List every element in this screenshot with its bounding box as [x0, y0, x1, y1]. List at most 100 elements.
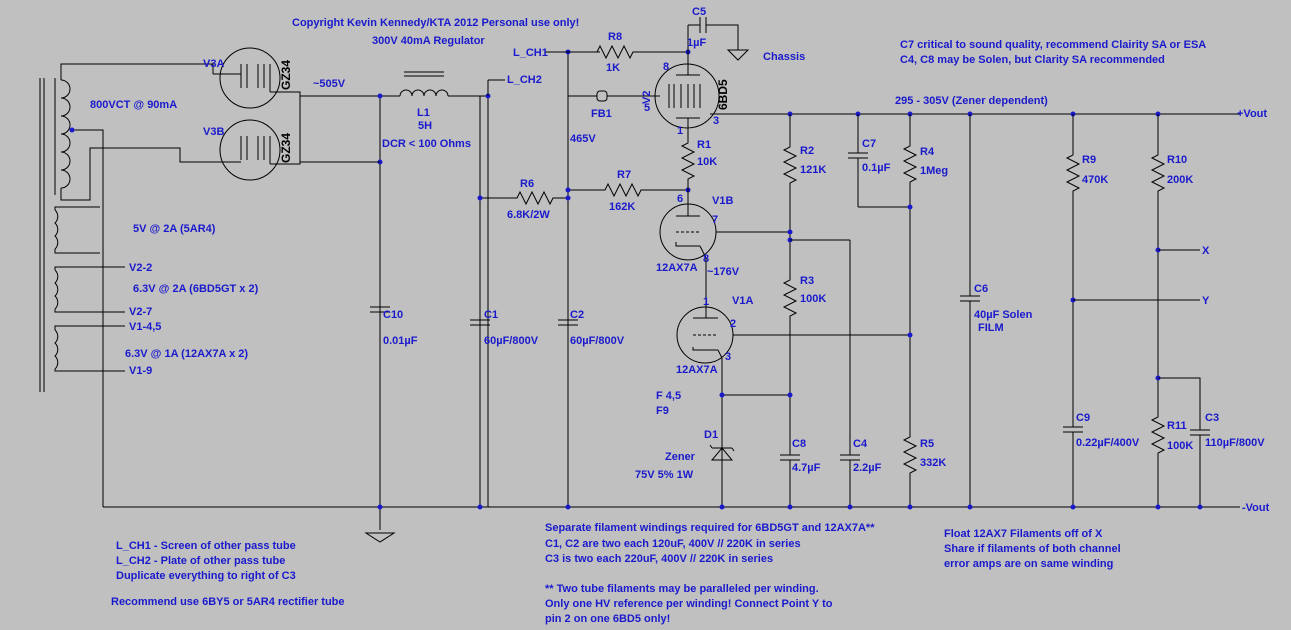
c5-value: 110µF/800V [1205, 437, 1265, 449]
r6-value: 6.8K/2W [507, 209, 550, 221]
c4-value: 2.2µF [853, 462, 882, 474]
c3-name: C2 [570, 309, 584, 321]
r4-name: R4 [920, 146, 935, 158]
note-filament: Separate filament windings required for … [545, 522, 875, 534]
v1a-type: 12AX7A [676, 364, 718, 376]
c1-value: 0.01µF [383, 335, 418, 347]
net-vout-minus: -Vout [1242, 502, 1270, 514]
r7-name: R7 [617, 169, 631, 181]
note-c4c8: C4, C8 may be Solen, but Clarity SA reco… [900, 54, 1165, 66]
note-duplicate: Duplicate everything to right of C3 [116, 570, 296, 582]
tap-label: V2-7 [129, 306, 152, 318]
r11-name: R11 [1167, 420, 1187, 432]
v1a-label: V1A [732, 295, 753, 307]
pin-label: 1 [677, 125, 683, 137]
note-share: Share if filaments of both channel [944, 543, 1121, 555]
note-winding: error amps are on same winding [944, 558, 1113, 570]
r2-name: R2 [800, 145, 814, 157]
note-c7: C7 critical to sound quality, recommend … [900, 39, 1206, 51]
pass-tube-v2 [654, 62, 720, 129]
pin-label: 3 [713, 115, 719, 127]
c6-film: FILM [978, 322, 1004, 334]
c10-name: C5 [692, 6, 706, 18]
r6-name: R6 [520, 178, 534, 190]
v3a-type: GZ34 [279, 60, 293, 90]
rail-note: 295 - 305V (Zener dependent) [895, 95, 1048, 107]
transformer-hv-label: 800VCT @ 90mA [90, 99, 177, 111]
pin-label: 6 [677, 193, 683, 205]
r11-value: 100K [1167, 440, 1193, 452]
error-amp-v1a [676, 300, 910, 364]
r10-value: 200K [1167, 174, 1193, 186]
pin-label: 7 [712, 214, 718, 226]
v3a-label: V3A [203, 58, 224, 70]
zener-label: Zener [665, 451, 696, 463]
v1b-label: V1B [712, 195, 733, 207]
note-footnote: pin 2 on one 6BD5 only! [545, 613, 670, 625]
pin-label: 1 [703, 296, 709, 308]
c10-value: 1µF [687, 37, 706, 49]
r3-name: R3 [800, 275, 814, 287]
voltage-465: 465V [570, 133, 596, 145]
filament-f45: F 4,5 [656, 390, 681, 402]
r1-name: R1 [697, 139, 711, 151]
rectifier-v3b [213, 119, 281, 181]
note-float: Float 12AX7 Filaments off of X [944, 528, 1103, 540]
note-rectifier: Recommend use 6BY5 or 5AR4 rectifier tub… [111, 596, 345, 608]
v3b-label: V3B [203, 126, 224, 138]
c8-name: C8 [792, 438, 806, 450]
c2-name: C1 [484, 309, 498, 321]
note-lch2: L_CH2 - Plate of other pass tube [116, 555, 285, 567]
zener-value: 75V 5% 1W [635, 469, 694, 481]
net-vout-plus: +Vout [1237, 108, 1267, 120]
v3b-type: GZ34 [279, 133, 293, 163]
r8-name: R8 [608, 31, 622, 43]
c9-name: C9 [1076, 412, 1090, 424]
pin-label: 3 [725, 351, 731, 363]
l1-name: L1 [417, 107, 430, 119]
l1-value: 5H [418, 120, 432, 132]
transformer-63b-label: 6.3V @ 1A (12AX7A x 2) [125, 348, 248, 360]
c3-value: 60µF/800V [570, 335, 625, 347]
c4-name: C4 [853, 438, 868, 450]
v2-label: V2 [641, 91, 653, 104]
note-footnote: ** Two tube filaments may be paralleled … [545, 583, 819, 595]
rectifier-v3a [213, 47, 281, 109]
note-footnote: Only one HV reference per winding! Conne… [545, 598, 833, 610]
inductor-l1 [399, 71, 449, 97]
note-lch1: L_CH1 - Screen of other pass tube [116, 540, 296, 552]
pin-label: 5 [644, 102, 650, 114]
fb1-name: FB1 [591, 108, 612, 120]
transformer-5v-label: 5V @ 2A (5AR4) [133, 223, 216, 235]
c6-value: 40µF Solen [974, 309, 1033, 321]
error-amp-v1b [659, 203, 790, 261]
c9-value: 0.22µF/400V [1076, 437, 1140, 449]
tap-label: V1-4,5 [129, 321, 161, 333]
c7-value: 0.1µF [862, 162, 891, 174]
d1-name: D1 [704, 429, 718, 441]
regulator-title: 300V 40mA Regulator [372, 35, 485, 47]
transformer-63a-label: 6.3V @ 2A (6BD5GT x 2) [133, 283, 259, 295]
chassis-label: Chassis [763, 51, 805, 63]
r8-value: 1K [606, 62, 620, 74]
net-x: X [1202, 245, 1210, 257]
r4-value: 1Meg [920, 165, 948, 177]
copyright: Copyright Kevin Kennedy/KTA 2012 Persona… [292, 17, 579, 29]
pin-label: 2 [730, 318, 736, 330]
v2-type: 6BD5 [716, 79, 730, 110]
pin-label: 8 [663, 61, 669, 73]
c7-name: C7 [862, 138, 876, 150]
c5-name: C3 [1205, 412, 1219, 424]
power-transformer [39, 63, 214, 507]
l1-dcr: DCR < 100 Ohms [382, 138, 471, 150]
v1b-type: 12AX7A [656, 262, 698, 274]
note-c1c2: C1, C2 are two each 120uF, 400V // 220K … [545, 538, 801, 550]
r5-name: R5 [920, 438, 934, 450]
r3-value: 100K [800, 293, 826, 305]
filament-f9: F9 [656, 405, 669, 417]
ferrite-bead [596, 90, 608, 102]
r5-value: 332K [920, 457, 946, 469]
c2-value: 60µF/800V [484, 335, 539, 347]
r10-name: R10 [1167, 154, 1187, 166]
tap-label: V2-2 [129, 262, 152, 274]
